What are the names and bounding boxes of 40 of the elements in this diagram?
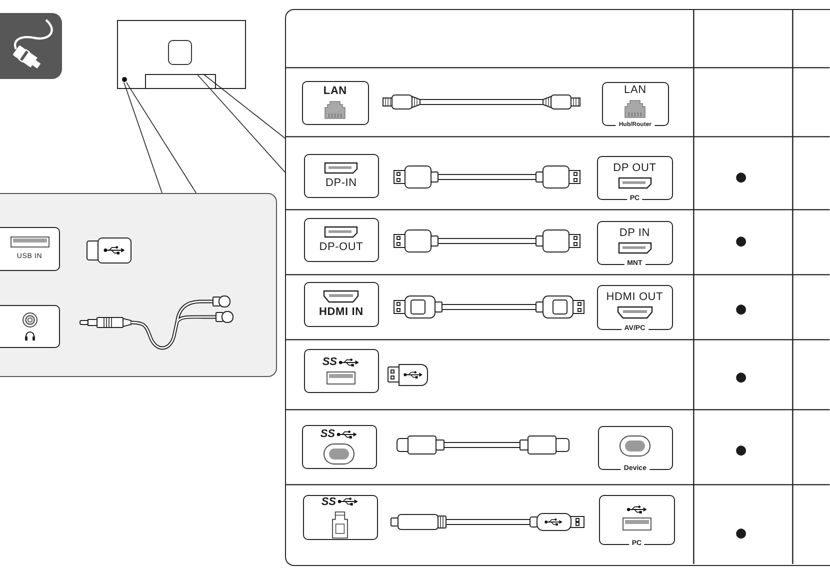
- port-label: LAN: [323, 85, 347, 98]
- jack-dot: [122, 77, 128, 82]
- port-box: [0, 226, 60, 271]
- port-box: [304, 282, 379, 327]
- port-box: [302, 494, 378, 540]
- port-label: DP-OUT: [319, 241, 364, 254]
- port-box: [302, 424, 377, 469]
- supported-mark: ●: [735, 371, 747, 385]
- supported-mark: ●: [735, 171, 747, 185]
- leader-line: [196, 74, 286, 173]
- port-label: HDMI OUT: [606, 291, 664, 304]
- supported-mark: ●: [735, 444, 747, 458]
- leader-line: [126, 82, 197, 194]
- port-box: [596, 156, 673, 200]
- port-box: [302, 80, 369, 125]
- detail-panel: [0, 193, 277, 377]
- port-label: DP IN: [619, 227, 650, 240]
- port-box: [304, 218, 379, 262]
- port-box: [596, 284, 673, 330]
- leader-line: [202, 74, 286, 139]
- port-box: [598, 426, 673, 470]
- port-box: [304, 348, 379, 393]
- supported-mark: ●: [735, 235, 747, 249]
- port-label: DP OUT: [613, 162, 656, 174]
- superspeed-label: SS: [321, 496, 336, 508]
- port-strip: [144, 74, 216, 89]
- superspeed-label: SS: [320, 428, 336, 440]
- monitor-rear-drawing: [117, 20, 246, 89]
- port-box: [596, 220, 673, 265]
- port-box: [598, 494, 675, 545]
- port-label: HDMI IN: [319, 306, 364, 318]
- port-box: [602, 82, 669, 126]
- port-box: [304, 154, 379, 198]
- port-label: DP-IN: [325, 177, 357, 190]
- leader-line: [124, 82, 162, 194]
- port-label: LAN: [624, 84, 646, 96]
- supported-mark: ●: [735, 527, 747, 541]
- port-box: [0, 304, 60, 348]
- superspeed-label: SS: [322, 356, 338, 368]
- supported-mark: ●: [735, 303, 747, 317]
